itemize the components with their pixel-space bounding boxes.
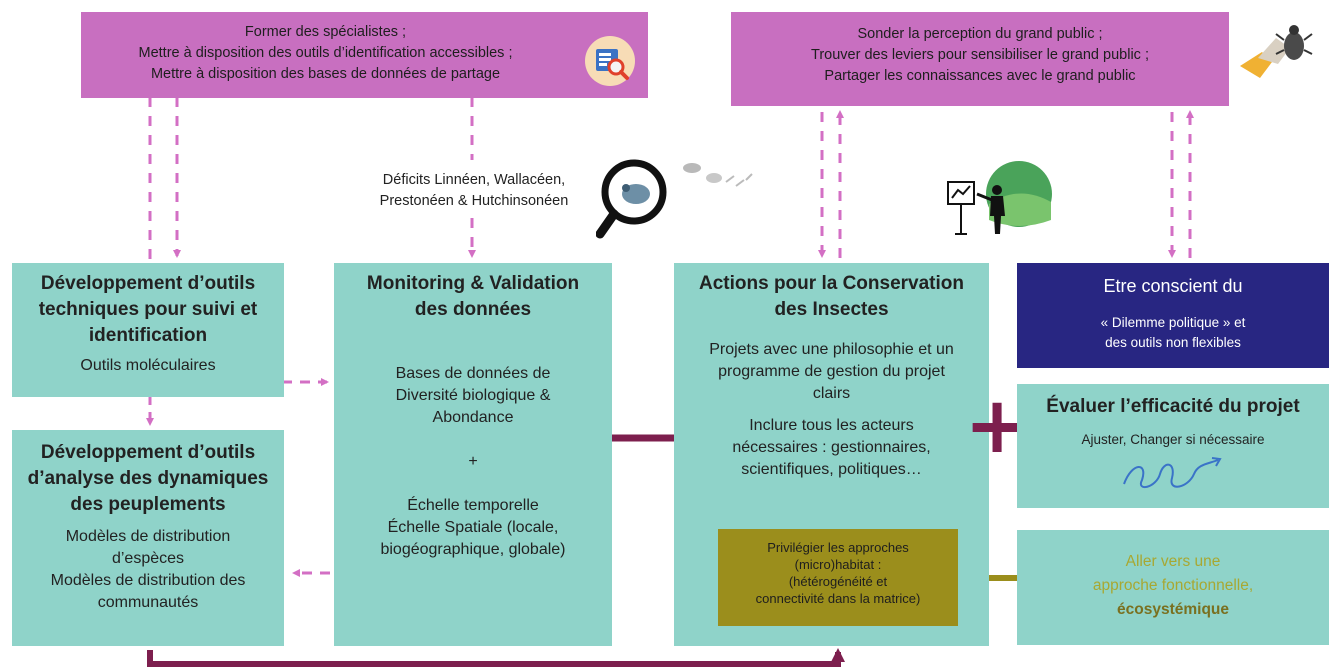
top-right-line-2: Trouver des leviers pour sensibiliser le… bbox=[811, 47, 1149, 63]
deficits-line-1: Déficits Linnéen, Wallacéen, bbox=[382, 172, 566, 188]
aware-title: Etre conscient du bbox=[1103, 276, 1243, 296]
monitoring-body-line-9: biogéographique, globale) bbox=[380, 541, 566, 558]
tools-development-box: Développement d’outils techniques pour s… bbox=[12, 263, 284, 397]
actions-p2-line-3: scientifiques, politiques… bbox=[741, 461, 922, 478]
monitoring-body-line-2: Diversité biologique & bbox=[395, 387, 551, 404]
actions-title-line-2: des Insectes bbox=[774, 299, 889, 320]
aware-line-1: « Dilemme politique » et bbox=[1100, 315, 1246, 330]
actions-p1-line-3: clairs bbox=[812, 385, 851, 402]
dashed-double-arrow-topright-aware bbox=[1168, 110, 1194, 258]
dynamics-body-line-4: communautés bbox=[97, 594, 199, 611]
top-right-public-box: Sonder la perception du grand public ; T… bbox=[731, 12, 1229, 106]
monitoring-body-spacer-2 bbox=[334, 473, 612, 495]
solid-arrow-dynamics-to-actions-bottom bbox=[147, 648, 845, 667]
tools-body: Outils moléculaires bbox=[80, 357, 216, 374]
deficits-line-2: Prestonéen & Hutchinsonéen bbox=[379, 193, 569, 209]
monitoring-body-line-8: Échelle Spatiale (locale, bbox=[387, 519, 559, 536]
monitoring-body-line-3: Abondance bbox=[432, 409, 514, 426]
tools-title-line-2: techniques pour suivi et bbox=[38, 299, 258, 320]
dashed-double-arrow-topright-actions bbox=[818, 110, 844, 258]
magnifier-insect-icon bbox=[595, 148, 756, 244]
evaluate-body: Ajuster, Changer si nécessaire bbox=[1081, 432, 1265, 447]
functional-line-1: Aller vers une bbox=[1125, 553, 1221, 570]
monitoring-body-plus: + bbox=[468, 453, 478, 470]
aware-line-2: des outils non flexibles bbox=[1105, 335, 1241, 350]
awareness-box: Etre conscient du « Dilemme politique » … bbox=[1017, 263, 1329, 368]
beetle-hand-icon bbox=[1232, 18, 1316, 88]
dynamics-analysis-box: Développement d’outils d’analyse des dyn… bbox=[12, 430, 284, 646]
monitoring-validation-box: Monitoring & Validation des données Base… bbox=[334, 263, 612, 646]
top-right-line-1: Sonder la perception du grand public ; bbox=[857, 26, 1103, 42]
dynamics-body-line-3: Modèles de distribution des bbox=[50, 572, 246, 589]
habitat-approaches-box: Privilégier les approches (micro)habitat… bbox=[718, 529, 958, 626]
dynamics-title-line-1: Développement d’outils bbox=[40, 442, 256, 463]
tools-title-line-1: Développement d’outils bbox=[40, 273, 256, 294]
dynamics-title-line-3: des peuplements bbox=[70, 494, 226, 515]
actions-p1-line-2: programme de gestion du projet bbox=[718, 363, 945, 380]
actions-p2-line-1: Inclure tous les acteurs bbox=[749, 417, 914, 434]
top-left-goals-box: Former des spécialistes ; Mettre à dispo… bbox=[81, 12, 648, 98]
top-left-line-3: Mettre à disposition des bases de donnée… bbox=[150, 66, 501, 82]
habitat-line-4: connectivité dans la matrice) bbox=[755, 591, 921, 606]
habitat-line-1: Privilégier les approches bbox=[767, 540, 909, 555]
presenter-board-icon bbox=[945, 160, 1057, 240]
dynamics-title-line-2: d’analyse des dynamiques bbox=[27, 468, 269, 489]
loop-arrow-icon bbox=[1123, 457, 1222, 489]
evaluate-project-box: Évaluer l’efficacité du projet Ajuster, … bbox=[1017, 384, 1329, 508]
top-left-line-2: Mettre à disposition des outils d’identi… bbox=[138, 45, 513, 61]
functional-line-2: approche fonctionnelle, bbox=[1092, 577, 1254, 594]
deficits-label: Déficits Linnéen, Wallacéen, Prestonéen … bbox=[356, 170, 592, 212]
actions-p2-line-2: nécessaires : gestionnaires, bbox=[732, 439, 931, 456]
monitoring-body-line-1: Bases de données de bbox=[395, 365, 551, 382]
habitat-line-3: (hétérogénéité et bbox=[788, 574, 888, 589]
actions-title-line-1: Actions pour la Conservation bbox=[699, 273, 964, 294]
habitat-line-2: (micro)habitat : bbox=[794, 557, 882, 572]
actions-p1-line-1: Projets avec une philosophie et un bbox=[709, 341, 954, 358]
dashed-arrow-topleft-to-tools bbox=[148, 97, 181, 260]
monitoring-body-spacer-1 bbox=[334, 429, 612, 451]
magnifier-search-icon bbox=[585, 36, 635, 86]
monitoring-body-line-7: Échelle temporelle bbox=[407, 497, 539, 514]
monitoring-title-line-2: des données bbox=[414, 299, 532, 320]
dynamics-body-line-2: d’espèces bbox=[111, 550, 185, 567]
top-right-line-3: Partager les connaissances avec le grand… bbox=[824, 68, 1136, 84]
monitoring-title-line-1: Monitoring & Validation bbox=[366, 273, 580, 294]
functional-bold: écosystémique bbox=[1117, 601, 1229, 618]
top-left-line-1: Former des spécialistes ; bbox=[244, 24, 407, 40]
functional-approach-box: Aller vers une approche fonctionnelle, é… bbox=[1017, 530, 1329, 645]
tools-title-line-3: identification bbox=[88, 325, 208, 346]
dynamics-body-line-1: Modèles de distribution bbox=[65, 528, 231, 545]
evaluate-title: Évaluer l’efficacité du projet bbox=[1046, 396, 1300, 417]
